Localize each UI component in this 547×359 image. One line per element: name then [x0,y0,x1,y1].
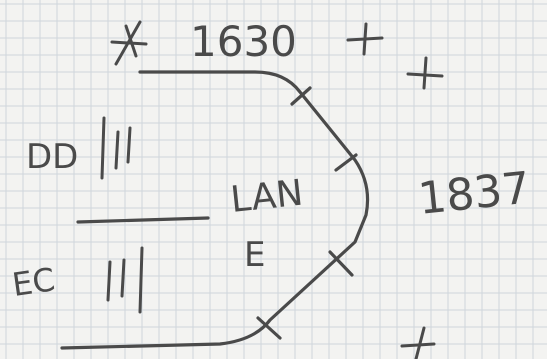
cross-mark-top-left [110,20,148,66]
right-number-label: 1837 [416,163,533,225]
cross-mark-top-center [346,22,384,56]
left-label-dd: DD [26,137,78,177]
cross-mark-right [406,56,444,90]
middle-separator-line [76,216,210,224]
top-track-line [60,70,370,350]
cross-mark-bottom-right [400,326,436,359]
tally-marks-top [100,116,132,180]
top-number-label: 1630 [190,17,297,66]
left-label-ec: EC [10,260,57,304]
center-label-lan: LAN [229,173,305,221]
center-label-e: E [244,235,265,275]
track-tick [328,250,354,277]
tally-marks-bottom [106,246,144,314]
track-tick [256,316,282,340]
track-tick [290,86,312,106]
track-tick [334,153,358,172]
